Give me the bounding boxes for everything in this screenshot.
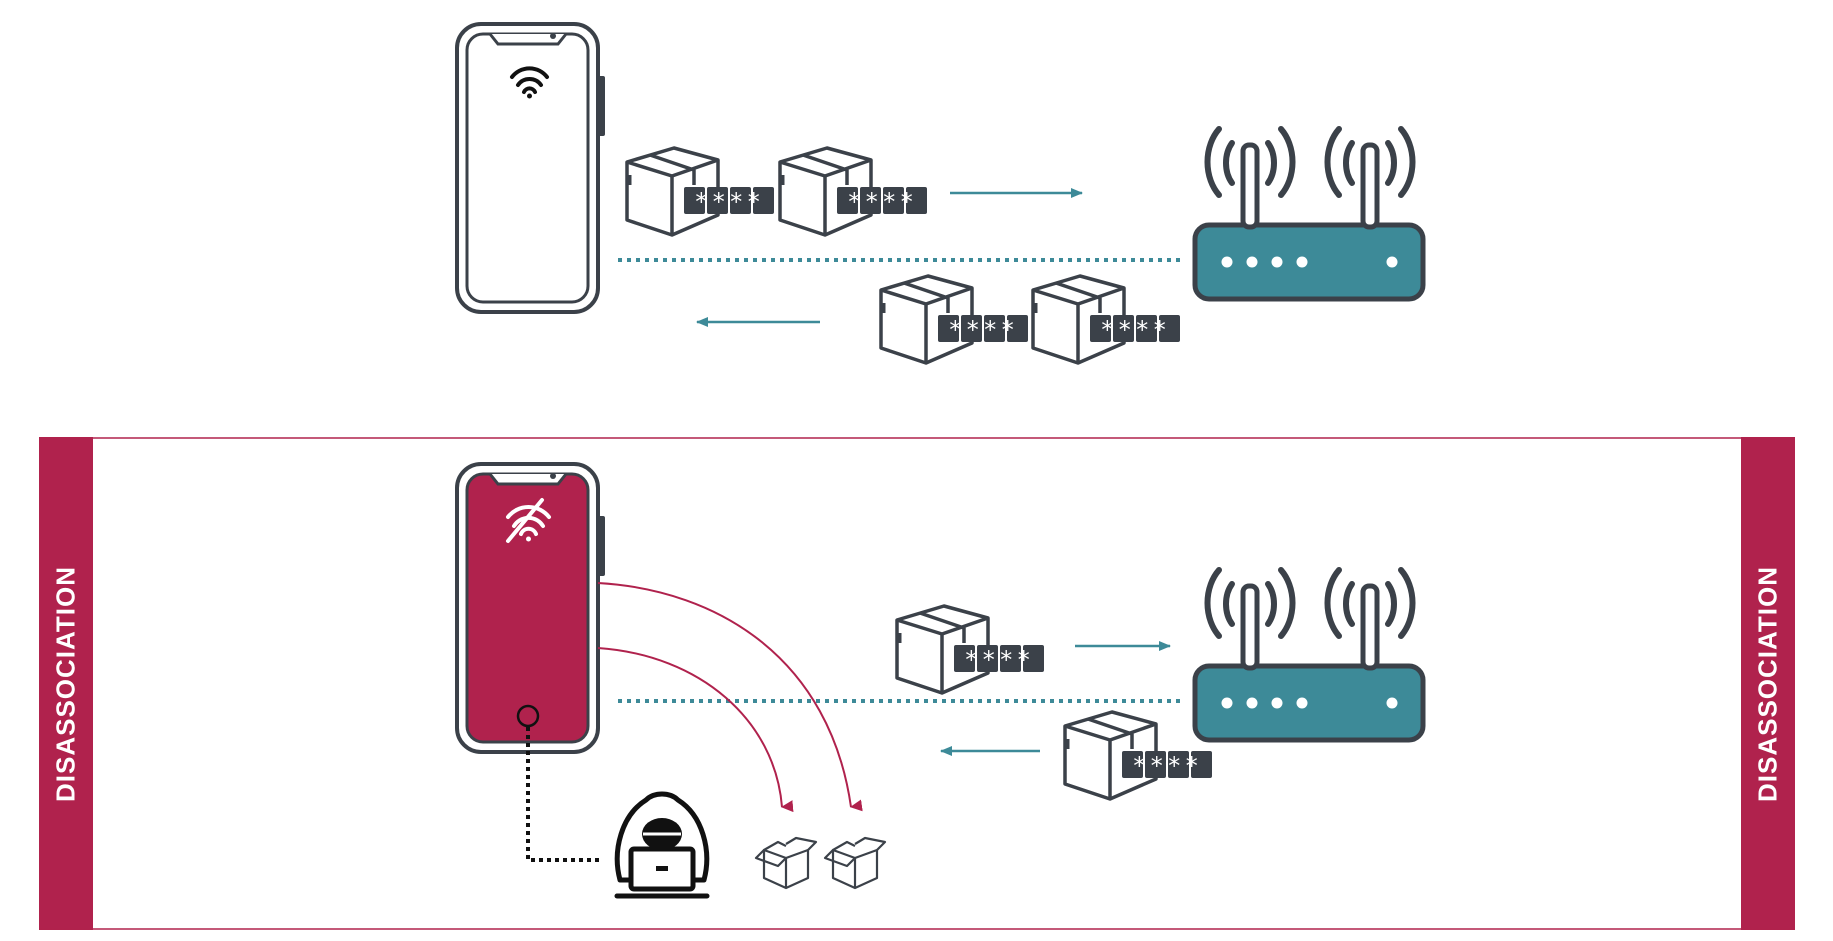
disassociation-label-left: DISASSOCIATION [39,437,93,930]
wifi-off-icon [506,498,551,543]
incoming-packet-1: **** [879,274,1028,365]
outgoing-packet-2: **** [778,146,927,237]
router-icon [1195,129,1423,299]
packet-code: **** [964,646,1034,674]
packet-tag: **** [954,645,1044,674]
smartphone-icon [455,462,605,754]
wifi-icon [510,66,549,99]
packet-tag: **** [1090,315,1180,344]
outgoing-packet-bottom: **** [895,604,1044,695]
outgoing-packet-1: **** [625,146,774,237]
packet-code: **** [847,188,917,216]
leak-arrow-1 [597,582,863,812]
disassociation-label-right: DISASSOCIATION [1741,437,1795,930]
open-box-icon [823,836,887,890]
packet-code: **** [694,188,764,216]
incoming-packet-bottom: **** [1063,710,1212,801]
phone-top [455,22,605,314]
hacker-icon [614,791,710,899]
packet-code: **** [948,316,1018,344]
router-top [1195,129,1423,299]
open-box-icon [754,836,818,890]
packet-code: **** [1100,316,1170,344]
router-icon [1195,570,1423,740]
packet-tag: **** [684,187,774,216]
incoming-packet-2: **** [1031,274,1180,365]
home-button [516,704,540,728]
packet-code: **** [1132,752,1202,780]
router-bottom [1195,570,1423,740]
leak-arrow-2 [597,647,794,813]
packet-tag: **** [837,187,927,216]
phone-bottom [455,462,605,754]
smartphone-icon [455,22,605,314]
packet-tag: **** [938,315,1028,344]
packet-tag: **** [1122,751,1212,780]
